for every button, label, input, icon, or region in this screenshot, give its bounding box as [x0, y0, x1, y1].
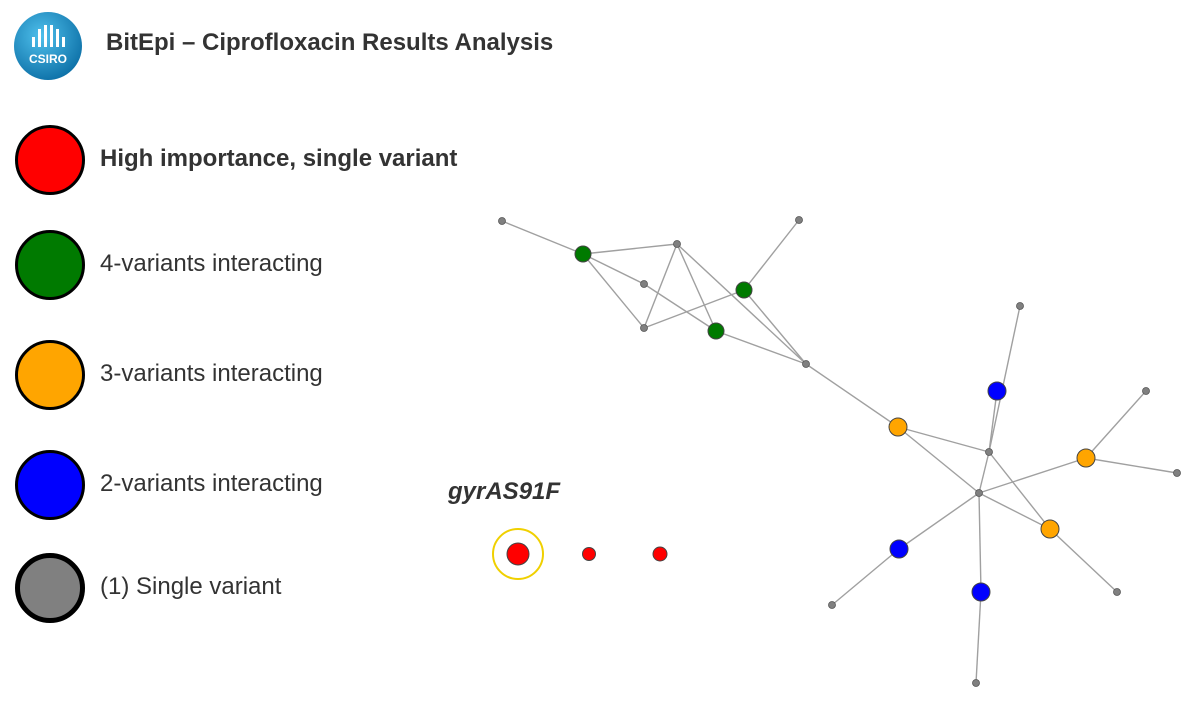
network-node-blue [987, 381, 1007, 401]
logo-text: CSIRO [29, 52, 67, 66]
network-node-gray [1113, 588, 1121, 596]
csiro-logo: CSIRO [13, 11, 83, 81]
network-edge [643, 283, 717, 332]
network-node-red [506, 542, 530, 566]
network-edge [743, 289, 807, 365]
network-edge [898, 492, 980, 550]
network-node-gray [985, 448, 993, 456]
variant-label-gyrAS91F: gyrAS91F [448, 478, 561, 505]
legend-label-4-variants: 4-variants interacting [100, 250, 323, 277]
network-node-gray [975, 489, 983, 497]
network-node-gray [828, 601, 836, 609]
network-edge [676, 243, 807, 365]
legend-swatch-red [15, 125, 85, 195]
network-node-orange [1076, 448, 1096, 468]
network-edge [978, 492, 1051, 530]
network-node-gray [802, 360, 810, 368]
network-node-gray [640, 324, 648, 332]
legend-label-single-variant: (1) Single variant [100, 573, 282, 600]
network-node-gray [1173, 469, 1181, 477]
network-node-green [574, 245, 592, 263]
network-edge [897, 426, 990, 453]
network-edge [1085, 390, 1147, 459]
legend-swatch-blue [15, 450, 85, 520]
legend-swatch-green [15, 230, 85, 300]
network-edge [582, 253, 645, 285]
network-node-gray [640, 280, 648, 288]
network-node-gray [673, 240, 681, 248]
network-node-green [707, 322, 725, 340]
network-node-green [735, 281, 753, 299]
network-edge [805, 363, 899, 428]
network-edge [988, 305, 1021, 453]
network-node-gray [1016, 302, 1024, 310]
network-node-red [652, 546, 668, 562]
network-edge [676, 243, 717, 332]
network-node-orange [1040, 519, 1060, 539]
csiro-logo-icon: CSIRO [14, 12, 82, 80]
network-edge [582, 253, 645, 329]
network-edge [1085, 457, 1178, 474]
network-edge [897, 426, 980, 494]
network-edge [1049, 528, 1118, 593]
network-node-gray [972, 679, 980, 687]
network-edge [501, 220, 584, 255]
network-edge [743, 219, 800, 291]
network-edge [988, 390, 998, 453]
network-edge [988, 451, 1051, 530]
network-node-gray [1142, 387, 1150, 395]
page-title: BitEpi – Ciprofloxacin Results Analysis [106, 29, 554, 56]
network-node-gray [498, 217, 506, 225]
network-node-gray [795, 216, 803, 224]
highlight-ring [492, 528, 544, 580]
legend-label-2-variants: 2-variants interacting [100, 470, 323, 497]
network-edge [715, 330, 807, 365]
network-edge [978, 457, 1087, 494]
legend-label-high-importance: High importance, single variant [100, 145, 458, 172]
network-edge [643, 289, 745, 329]
legend-label-3-variants: 3-variants interacting [100, 360, 323, 387]
network-node-orange [888, 417, 908, 437]
network-edge [978, 451, 990, 494]
legend-swatch-orange [15, 340, 85, 410]
legend-swatch-gray [15, 553, 85, 623]
network-edge [582, 243, 678, 255]
network-node-blue [889, 539, 909, 559]
network-edge [978, 492, 982, 593]
network-edge [831, 548, 900, 606]
network-node-red [582, 547, 596, 561]
network-node-blue [971, 582, 991, 602]
network-edge [643, 243, 678, 329]
network-edge [975, 591, 982, 684]
